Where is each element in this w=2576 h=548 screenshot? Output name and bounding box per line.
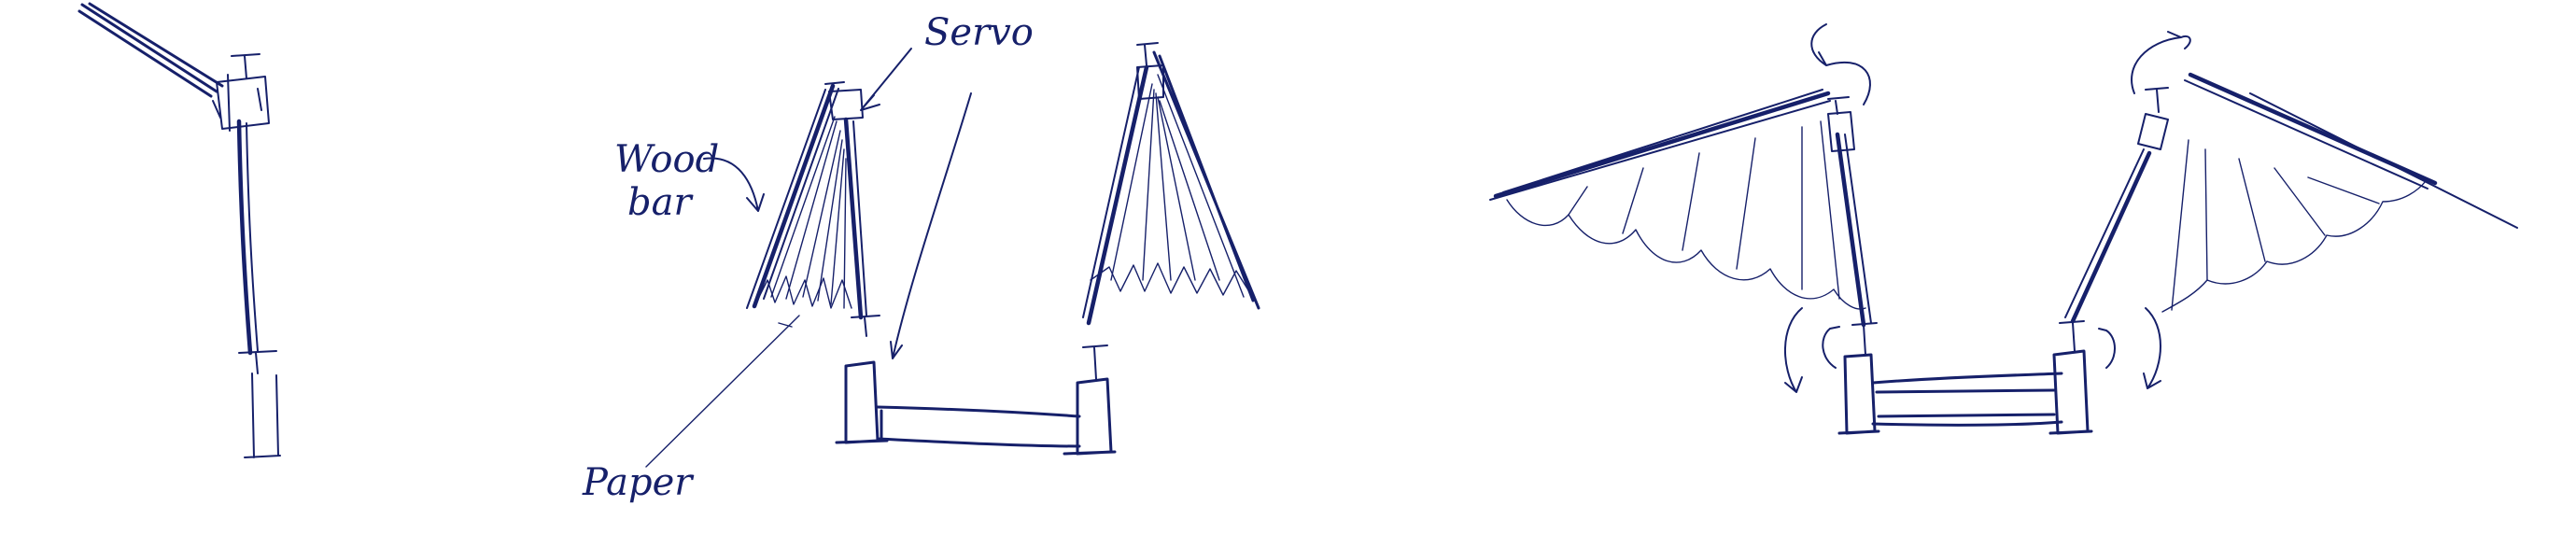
- wood-bar-label-line1: Wood: [614, 138, 719, 181]
- paper-arrow: [646, 316, 799, 467]
- wood-bar-label-line2: bar: [627, 181, 694, 224]
- panel-folded-wings: [646, 43, 1259, 467]
- servo-arrow: [861, 49, 911, 110]
- servo-label: Servo: [924, 11, 1034, 54]
- bottom-cap: [239, 351, 276, 373]
- open-base-platform: [1873, 373, 2062, 425]
- right-lower-rotation-arrow: [2099, 308, 2161, 388]
- panel-side-view: [79, 4, 280, 457]
- left-paper-folds: [771, 117, 846, 308]
- right-open-servo: [2138, 88, 2168, 149]
- paper-label: Paper: [582, 461, 695, 504]
- right-scalloped-edge: [2162, 181, 2426, 312]
- right-open-base: [2050, 351, 2091, 433]
- right-open-wing-bar: [2190, 75, 2435, 183]
- left-inner-bar: [846, 119, 861, 317]
- right-upright-bar: [2073, 153, 2149, 321]
- left-open-base: [1839, 355, 1879, 433]
- left-base-box: [837, 362, 887, 443]
- left-open-wing-bar: [1496, 93, 1828, 196]
- panel-open-wings: [1490, 24, 2517, 433]
- left-rotation-arrow: [1811, 24, 1870, 105]
- left-upright-bar: [1837, 134, 1864, 325]
- base-box: [245, 373, 280, 457]
- right-rotation-arrow: [2132, 32, 2190, 93]
- base-platform: [878, 407, 1079, 446]
- top-cap: [232, 54, 260, 78]
- upper-diagonal-bar: [79, 4, 222, 96]
- left-open-folds: [1569, 121, 1839, 299]
- left-lower-rotation-arrow: [1785, 308, 1839, 392]
- left-open-servo: [1828, 97, 1854, 151]
- servo-pointer-line: [891, 93, 971, 358]
- vertical-wood-bar: [239, 121, 250, 353]
- left-scalloped-edge: [1507, 200, 1865, 309]
